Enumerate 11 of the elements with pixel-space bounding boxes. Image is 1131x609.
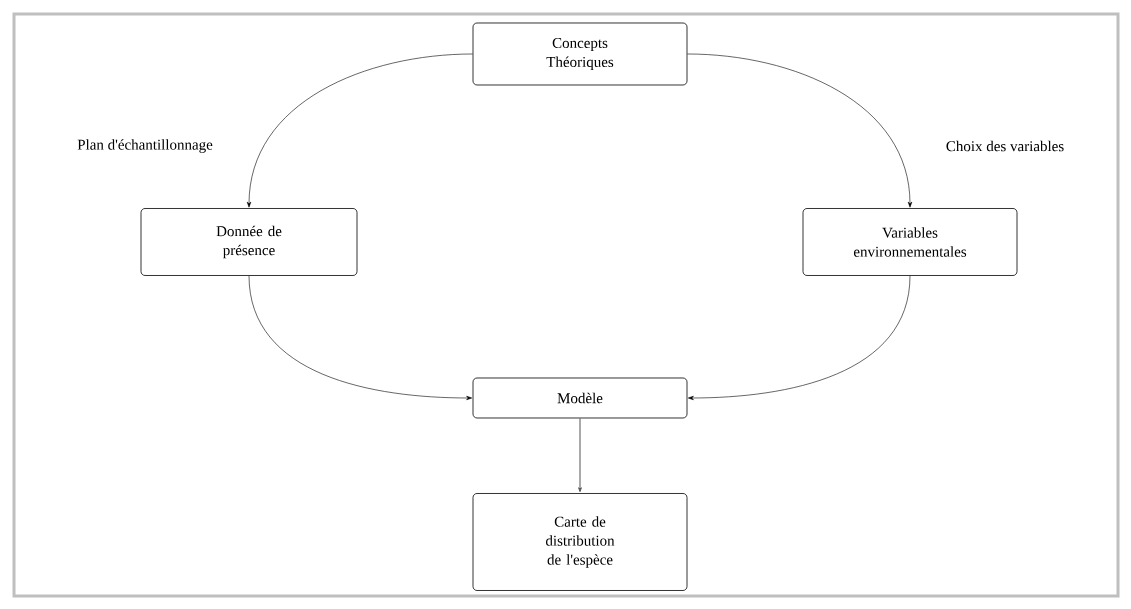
arrow xyxy=(687,53,913,208)
process-box: Carte de distribution de l'espèce xyxy=(472,493,688,591)
edge-label: Plan d'échantillonnage xyxy=(76,138,214,154)
arrow xyxy=(248,275,473,401)
process-box: Donnée de présence xyxy=(140,208,358,276)
process-box: Concepts Théoriques xyxy=(472,22,688,86)
arrow xyxy=(246,53,473,208)
arrow xyxy=(578,417,582,493)
arrow xyxy=(688,275,911,401)
process-box: Variables environnementales xyxy=(802,208,1018,276)
process-box: Modèle xyxy=(472,377,688,419)
